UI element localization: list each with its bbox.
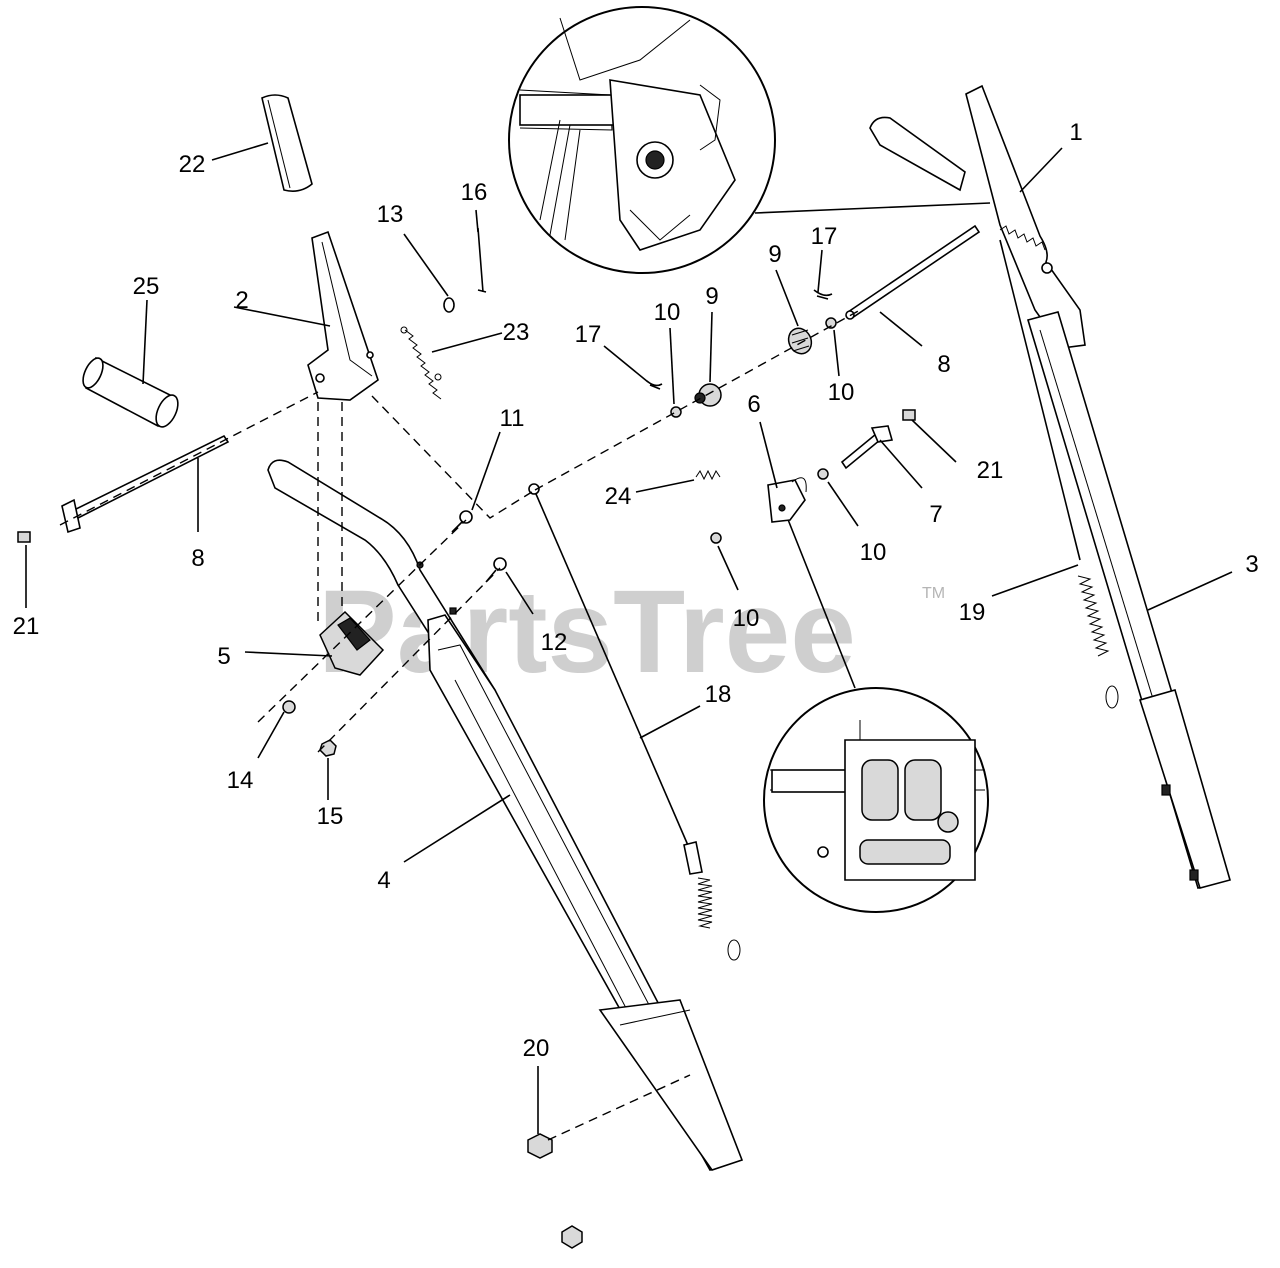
- washer-part-10-b: [825, 317, 837, 329]
- callout-19: 19: [959, 599, 986, 626]
- spring-part-23: [400, 326, 442, 400]
- callout-16: 16: [461, 179, 488, 206]
- assembly-lines: [59, 309, 861, 1141]
- cable-part-18: [528, 483, 741, 961]
- rod-part-19: [999, 239, 1119, 709]
- bolt-bottom: [561, 1225, 583, 1249]
- washer-part-10-c: [817, 468, 829, 480]
- callout-9-right: 9: [768, 241, 781, 268]
- callout-labels: 1 2 3 4 5 6 7 8 8 9 9 10 10 10 10 11 12 …: [13, 119, 1259, 1062]
- callout-2: 2: [235, 287, 248, 314]
- rod-part-8-left: [61, 434, 230, 534]
- handle-part-3: [869, 84, 1231, 889]
- spring-part-1: [999, 225, 1046, 251]
- ball-joint-part-11: [451, 510, 473, 533]
- callout-8-left: 8: [191, 545, 204, 572]
- spring-part-24: [695, 469, 721, 481]
- callout-20: 20: [523, 1035, 550, 1062]
- leader-lines: [25, 142, 1233, 1134]
- callout-10-a: 10: [654, 299, 681, 326]
- callout-17-right: 17: [811, 223, 838, 250]
- inset-bottom-leader: [784, 511, 856, 689]
- nut-part-14: [282, 700, 296, 714]
- callout-3: 3: [1245, 551, 1258, 578]
- inset-top-leader: [754, 202, 991, 214]
- callout-11: 11: [500, 405, 525, 432]
- block-part-5: [319, 610, 385, 676]
- trademark: TM: [922, 585, 945, 602]
- callout-21-right: 21: [977, 457, 1004, 484]
- pin-part-16: [477, 227, 487, 293]
- callout-22: 22: [179, 151, 206, 178]
- clip-part-17-right: [813, 289, 833, 300]
- callout-5: 5: [217, 643, 230, 670]
- washer-part-13: [443, 297, 455, 313]
- washer-part-10-d: [710, 532, 722, 544]
- callout-23: 23: [503, 319, 530, 346]
- bolt-part-21-left: [17, 531, 31, 543]
- callout-25: 25: [133, 273, 160, 300]
- callout-8-right: 8: [937, 351, 950, 378]
- callout-12: 12: [541, 629, 568, 656]
- callout-14: 14: [227, 767, 254, 794]
- grip-part-22: [261, 94, 313, 192]
- detail-inset-top: [508, 6, 776, 274]
- callout-21-left: 21: [13, 613, 40, 640]
- bracket-part-6: [767, 477, 807, 523]
- rod-part-8-right: [845, 224, 981, 320]
- shaft-part-7: [840, 425, 894, 470]
- callout-6: 6: [747, 391, 760, 418]
- callout-15: 15: [317, 803, 344, 830]
- washer-part-10-a: [670, 406, 682, 418]
- callout-17-left: 17: [575, 321, 602, 348]
- tube-part-25: [82, 356, 179, 428]
- callout-18: 18: [705, 681, 732, 708]
- clip-part-17-left: [646, 380, 663, 390]
- pulley-part-9-left: [694, 383, 722, 407]
- callout-10-b: 10: [828, 379, 855, 406]
- bolt-part-21-right: [902, 409, 916, 421]
- callout-10-d: 10: [733, 605, 760, 632]
- detail-inset-bottom: [763, 687, 989, 913]
- bracket-part-2: [307, 230, 379, 401]
- callout-10-c: 10: [860, 539, 887, 566]
- handle-part-4: [267, 459, 744, 1171]
- callout-1: 1: [1069, 119, 1082, 146]
- pulley-part-9-right: [787, 327, 813, 355]
- callout-13: 13: [377, 201, 404, 228]
- callout-7: 7: [929, 501, 942, 528]
- callout-9-left: 9: [705, 283, 718, 310]
- bolt-part-20: [527, 1133, 553, 1159]
- callout-24: 24: [605, 483, 632, 510]
- callout-4: 4: [377, 867, 390, 894]
